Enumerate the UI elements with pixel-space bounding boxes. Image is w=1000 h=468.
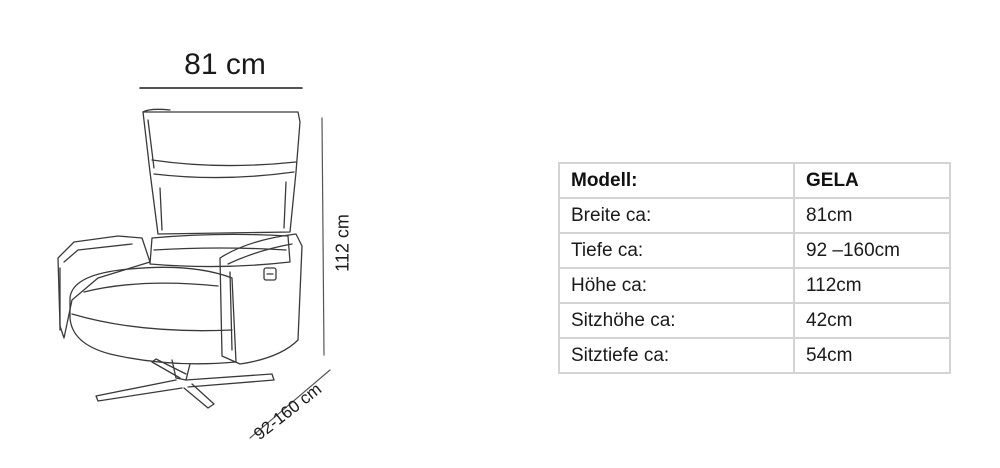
spec-value: 54cm [793,337,951,374]
chair-drawing: 81 cm 112 cm 92-160 cm [0,0,440,468]
width-label: 81 cm [184,48,266,81]
height-label: 112 cm [332,214,353,272]
chair-illustration [57,87,331,439]
spec-value: 112cm [793,267,951,304]
spec-key: Höhe ca: [558,267,795,304]
spec-value: 81cm [793,197,951,234]
table-row: Höhe ca: 112cm [558,267,951,304]
spec-key: Breite ca: [558,197,795,234]
spec-key: Tiefe ca: [558,232,795,269]
table-row: Tiefe ca: 92 –160cm [558,232,951,269]
model-value: GELA [793,162,951,199]
table-row: Breite ca: 81cm [558,197,951,234]
spec-value: 92 –160cm [793,232,951,269]
table-row: Sitztiefe ca: 54cm [558,337,951,374]
spec-value: 42cm [793,302,951,339]
spec-key: Sitzhöhe ca: [558,302,795,339]
spec-key: Sitztiefe ca: [558,337,795,374]
specs-table: Modell: GELA Breite ca: 81cm Tiefe ca: 9… [558,162,951,374]
table-header-row: Modell: GELA [558,162,951,199]
depth-dimension-line [249,369,331,439]
model-key: Modell: [558,162,795,199]
table-row: Sitzhöhe ca: 42cm [558,302,951,339]
height-dimension-line [321,117,325,356]
